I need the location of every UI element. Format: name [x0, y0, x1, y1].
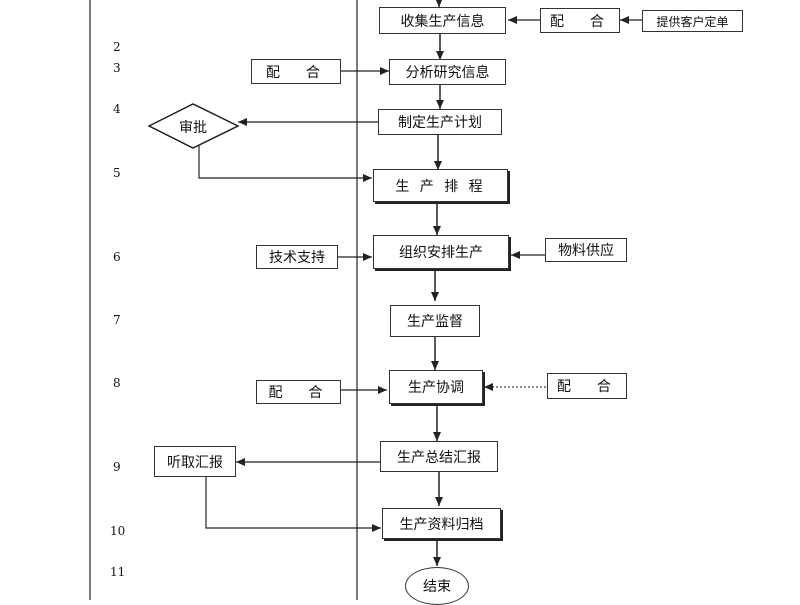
material-supply-box: 物料供应 [545, 238, 627, 262]
coordinate-box: 生产协调 [389, 370, 483, 404]
analyze-info-box: 分析研究信息 [389, 59, 506, 85]
make-plan-box: 制定生产计划 [378, 109, 502, 135]
step-number-11: 11 [110, 565, 126, 579]
supervise-box: 生产监督 [390, 305, 480, 337]
step-number-10: 10 [110, 524, 126, 538]
arrow-approve-to-schedule [198, 146, 372, 182]
step-number-8: 8 [113, 376, 121, 390]
organize-production-box: 组织安排生产 [373, 235, 509, 269]
step-number-4: 4 [113, 102, 121, 116]
step-number-2: 2 [113, 40, 121, 54]
archive-box: 生产资料归档 [382, 508, 501, 539]
approve-label: 审批 [179, 120, 207, 136]
collect-info-box: 收集生产信息 [379, 7, 506, 34]
cooperate-top-box: 配 合 [540, 8, 620, 33]
step-number-6: 6 [113, 250, 121, 264]
listen-report-box: 听取汇报 [154, 446, 236, 477]
step-number-3: 3 [113, 61, 121, 75]
step-number-7: 7 [113, 313, 121, 327]
step-number-5: 5 [113, 166, 121, 180]
arrow-listen-to-archive [205, 477, 381, 532]
tech-support-box: 技术支持 [256, 245, 338, 269]
cooperate-right-box: 配 合 [547, 373, 627, 399]
approve-diamond [147, 103, 240, 149]
summary-report-box: 生产总结汇报 [380, 441, 498, 472]
provide-order-box: 提供客户定单 [642, 10, 743, 32]
step-number-9: 9 [113, 460, 121, 474]
cooperate-left-box: 配 合 [256, 380, 341, 404]
schedule-box: 生 产 排 程 [373, 169, 508, 202]
end-terminal: 结束 [405, 567, 469, 605]
cooperate-analyze-box: 配 合 [251, 59, 341, 84]
